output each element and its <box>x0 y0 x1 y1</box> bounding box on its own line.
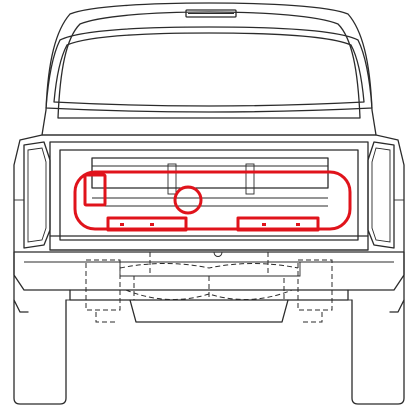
bed-inner-frame <box>59 149 359 241</box>
highlight-end-latch <box>83 173 107 207</box>
left-taillight-lens <box>27 147 47 243</box>
bumper-outline <box>13 251 405 291</box>
tires <box>13 299 405 405</box>
highlight-rail-right <box>236 216 320 232</box>
hitch-notch <box>213 251 223 257</box>
camper-shell <box>41 2 377 136</box>
left-spring-hanger <box>85 259 121 311</box>
highlight-drawer-outline <box>73 170 352 231</box>
handle-right <box>245 163 255 195</box>
license-recess <box>129 299 289 323</box>
underbody-hidden-lines <box>85 252 333 323</box>
rear-window <box>45 26 373 113</box>
highlight-rail-left <box>106 216 188 232</box>
right-spring-hanger <box>297 259 333 311</box>
bed-opening <box>49 141 369 251</box>
body-sides <box>13 134 405 313</box>
highlighted-storage-unit <box>73 170 352 232</box>
axle-upper <box>119 263 299 269</box>
brake-light <box>185 9 237 18</box>
handle-left <box>167 163 177 195</box>
right-body-side <box>375 134 405 313</box>
shell-inner-outline <box>57 11 361 119</box>
left-tire <box>13 299 67 405</box>
highlight-lock-cylinder <box>173 185 203 215</box>
right-tire <box>351 299 405 405</box>
rear-window-inner <box>53 32 365 107</box>
right-taillight-lens <box>371 147 391 243</box>
shell-outline <box>41 2 377 136</box>
left-body-side <box>13 134 43 313</box>
